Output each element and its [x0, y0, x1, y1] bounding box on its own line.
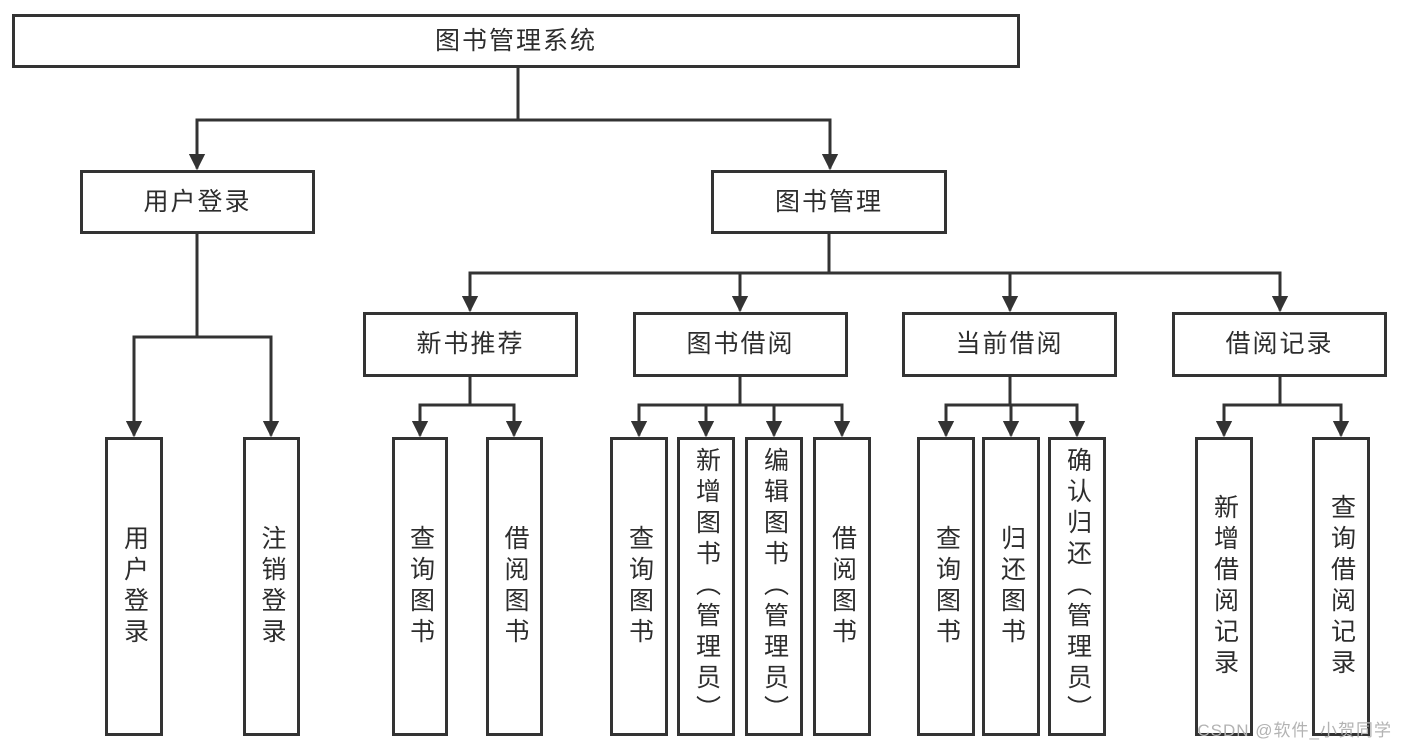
- node-label: 查询图书: [625, 524, 654, 649]
- node-book-management: 图书管理: [711, 170, 947, 234]
- leaf-borrow-books: 借阅图书: [813, 437, 871, 736]
- node-new-book-recommend: 新书推荐: [363, 312, 578, 377]
- node-label: 新增图书（管理员）: [692, 447, 721, 726]
- node-label: 查询图书: [406, 524, 435, 649]
- node-label: 借阅图书: [828, 524, 857, 649]
- leaf-query-books: 查询图书: [917, 437, 975, 736]
- leaf-query-borrow-record: 查询借阅记录: [1312, 437, 1370, 736]
- node-label: 用户登录: [143, 187, 252, 216]
- node-current-borrowing: 当前借阅: [902, 312, 1117, 377]
- leaf-logout: 注销登录: [243, 437, 300, 736]
- node-label: 图书借阅: [686, 330, 795, 358]
- leaf-query-books: 查询图书: [610, 437, 668, 736]
- node-label: 图书管理: [774, 187, 883, 216]
- node-label: 查询图书: [932, 524, 961, 649]
- leaf-add-borrow-record: 新增借阅记录: [1195, 437, 1253, 736]
- node-root-system: 图书管理系统: [12, 14, 1020, 68]
- node-label: 查询借阅记录: [1327, 493, 1356, 680]
- node-label: 编辑图书（管理员）: [760, 447, 789, 726]
- node-user-login: 用户登录: [80, 170, 315, 234]
- leaf-query-books: 查询图书: [392, 437, 448, 736]
- node-borrowing-records: 借阅记录: [1172, 312, 1387, 377]
- node-label: 归还图书: [997, 524, 1026, 649]
- node-label: 借阅记录: [1225, 330, 1334, 358]
- leaf-confirm-return-admin: 确认归还（管理员）: [1048, 437, 1106, 736]
- node-book-borrowing: 图书借阅: [633, 312, 848, 377]
- node-label: 确认归还（管理员）: [1063, 447, 1092, 726]
- leaf-borrow-books: 借阅图书: [486, 437, 543, 736]
- node-label: 注销登录: [258, 524, 286, 649]
- node-label: 新增借阅记录: [1210, 493, 1239, 680]
- node-label: 用户登录: [120, 524, 149, 649]
- node-label: 图书管理系统: [434, 26, 597, 55]
- node-label: 当前借阅: [955, 330, 1064, 358]
- leaf-return-books: 归还图书: [982, 437, 1040, 736]
- leaf-edit-books-admin: 编辑图书（管理员）: [745, 437, 803, 736]
- leaf-user-login: 用户登录: [105, 437, 163, 736]
- node-label: 新书推荐: [416, 330, 525, 358]
- csdn-watermark: CSDN @软件_小贺同学: [1197, 721, 1392, 740]
- leaf-add-books-admin: 新增图书（管理员）: [677, 437, 735, 736]
- node-label: 借阅图书: [501, 524, 529, 649]
